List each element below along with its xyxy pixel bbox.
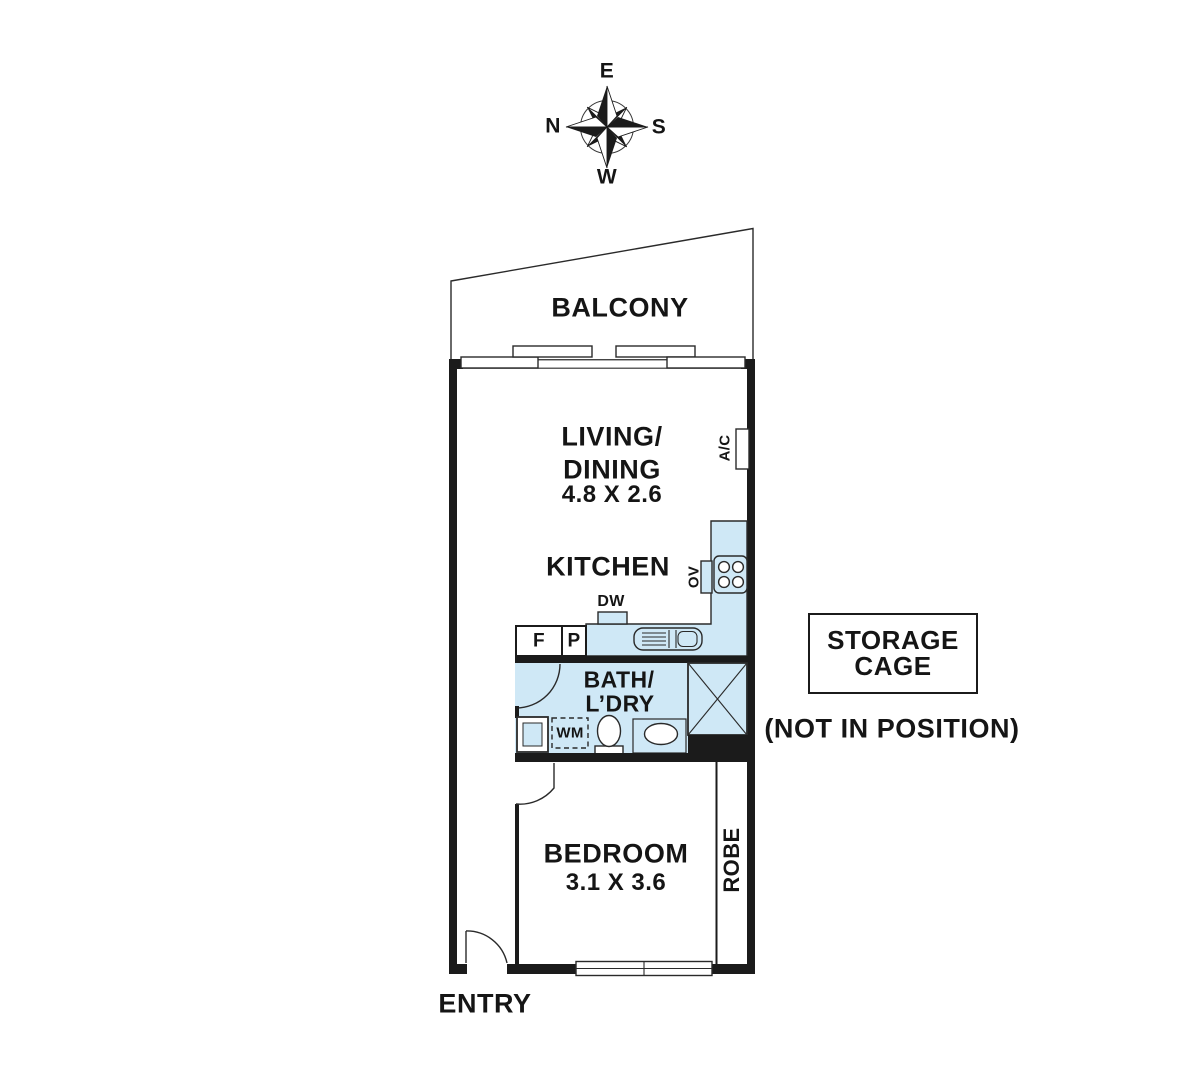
right-wall [747, 359, 755, 974]
storage-cage-label-line2: CAGE [854, 651, 932, 681]
living-dining-label-line2: DINING [563, 454, 661, 485]
bedroom-partition-wall [515, 804, 519, 964]
storage-cage-label-line1: STORAGE [827, 625, 959, 655]
basin-icon [632, 718, 687, 754]
washing-machine-label: WM [556, 724, 584, 742]
bedroom-window [575, 960, 713, 977]
ac-unit-icon [735, 428, 750, 470]
storage-cage-box [808, 613, 978, 694]
washing-machine-box [551, 717, 589, 749]
entry-door-arc [465, 930, 508, 964]
robe-label: ROBE [719, 827, 744, 893]
cooktop-icon [713, 555, 748, 594]
sink-icon [633, 627, 703, 651]
left-wall [449, 359, 457, 974]
bath-bedroom-wall [515, 753, 755, 762]
bath-corner-wall-block [688, 735, 754, 756]
living-dining-label-line1: LIVING/ [561, 421, 663, 452]
bath-laundry-label-line1: BATH/ [583, 666, 655, 693]
bedroom-door-arc [515, 763, 555, 805]
oven-icon [700, 560, 713, 594]
bath-left-wall-stub [515, 706, 519, 718]
compass-east-label: E [599, 59, 615, 83]
sliding-door-left [460, 345, 593, 369]
compass-south-label: S [651, 115, 667, 139]
living-dining-dimensions: 4.8 X 2.6 [561, 481, 663, 508]
fridge-label: F [533, 630, 545, 652]
storage-cage-note: (NOT IN POSITION) [764, 713, 1020, 744]
shower-icon [687, 662, 748, 736]
kitchen-label: KITCHEN [546, 551, 670, 582]
entry-label: ENTRY [438, 988, 532, 1019]
bath-laundry-label-line2: L’DRY [585, 690, 655, 717]
pantry-box [561, 625, 587, 657]
ac-label: A/C [716, 434, 734, 462]
oven-label: OV [685, 565, 703, 589]
dishwasher-icon [597, 611, 628, 625]
bath-door-arc [515, 663, 561, 709]
compass-north-label: N [545, 114, 561, 138]
balcony-label: BALCONY [551, 292, 689, 323]
bedroom-dimensions: 3.1 X 3.6 [565, 869, 667, 896]
bedroom-label: BEDROOM [543, 838, 689, 869]
fridge-box [515, 625, 563, 657]
pantry-label: P [567, 630, 581, 652]
sliding-door-right [615, 345, 746, 369]
kitchen-bath-wall [515, 656, 755, 663]
laundry-tub-icon [516, 716, 549, 753]
compass-west-label: W [596, 165, 618, 189]
dishwasher-label: DW [597, 593, 625, 610]
compass-rose-icon [565, 85, 649, 169]
